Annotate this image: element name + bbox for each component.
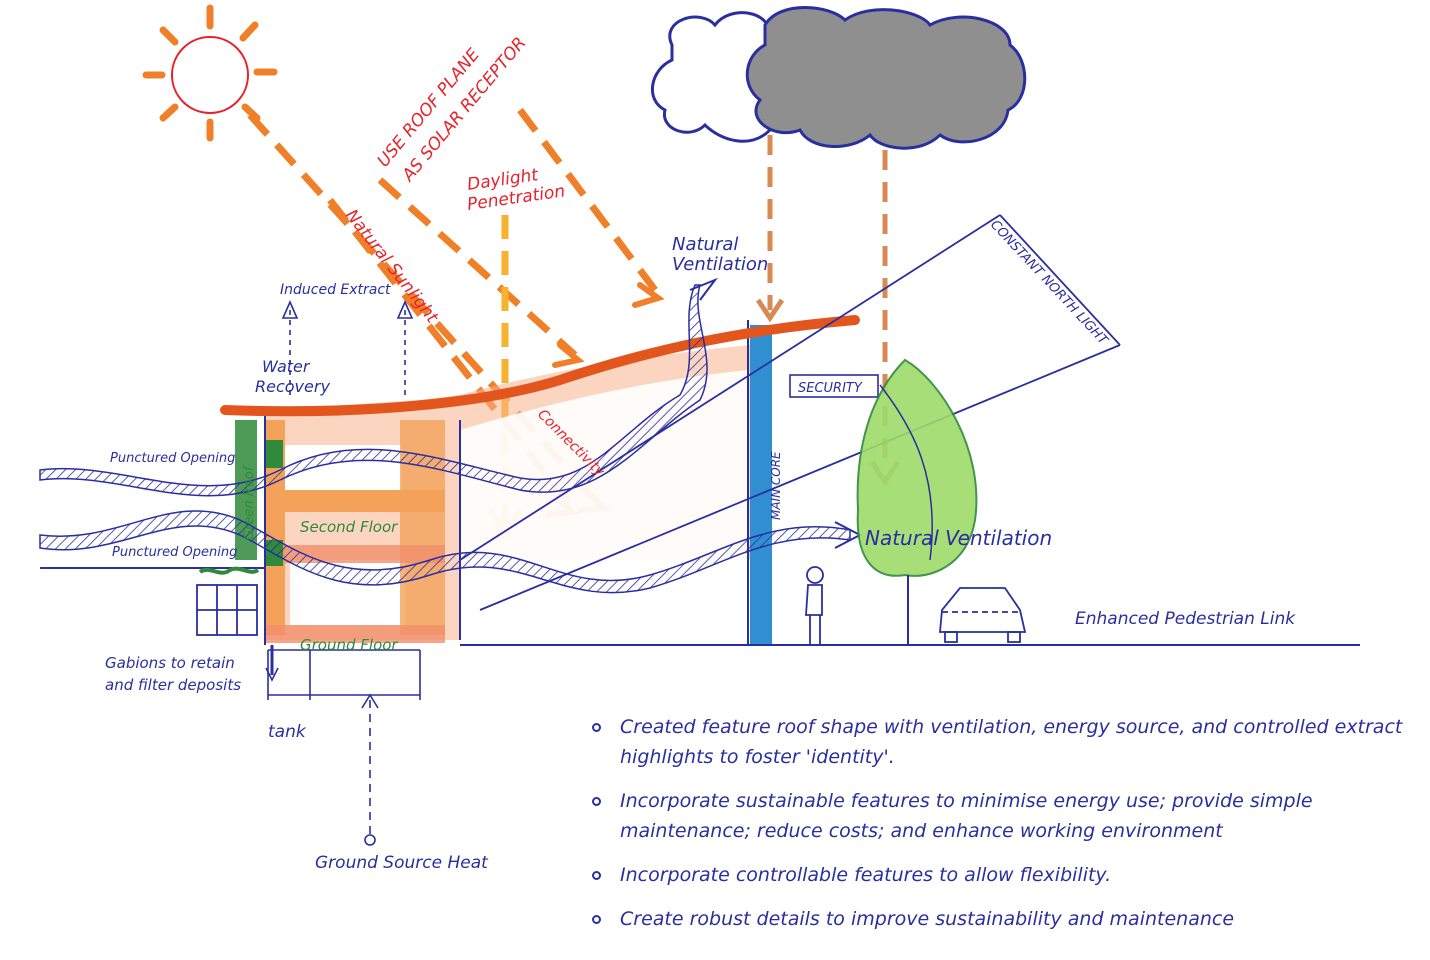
tank-label: tank xyxy=(268,722,307,742)
notes-list: Created feature roof shape with ventilat… xyxy=(590,712,1410,948)
bullet-icon xyxy=(592,723,601,732)
gabion-icon xyxy=(196,566,260,636)
rain-arrowhead-1 xyxy=(755,298,785,323)
north-light-lines xyxy=(459,214,1121,611)
water-recovery-label-2: Recovery xyxy=(255,377,330,396)
arrowhead-3 xyxy=(632,282,665,308)
tank-and-heat xyxy=(265,645,421,846)
first-floor-label: Second Floor xyxy=(300,518,398,536)
note-item: Created feature roof shape with ventilat… xyxy=(590,712,1410,772)
gabions-label-1: Gabions to retain xyxy=(105,654,235,672)
natural-ventilation-top-label-1: Natural xyxy=(672,234,738,255)
note-text: Create robust details to improve sustain… xyxy=(620,908,1235,930)
note-item: Incorporate sustainable features to mini… xyxy=(590,786,1410,846)
sun-icon xyxy=(142,4,278,142)
sunlight-ray-2 xyxy=(377,177,578,358)
constant-north-light-label: CONSTANT NORTH LIGHT xyxy=(987,217,1111,348)
arrowhead-2 xyxy=(552,342,585,368)
grey-cloud-icon xyxy=(745,6,1027,150)
note-item: Incorporate controllable features to all… xyxy=(590,860,1410,890)
building-section xyxy=(235,320,772,645)
ventilation-wave-1 xyxy=(39,284,708,497)
punctured-opening-1-label: Punctured Opening xyxy=(110,451,235,466)
ground-source-heat-label: Ground Source Heat xyxy=(315,853,489,873)
tree-icon xyxy=(856,358,978,645)
natural-ventilation-main-label: Natural Ventilation xyxy=(865,526,1052,550)
main-core-label: MAIN CORE xyxy=(769,451,783,520)
pedestrian-link-label: Enhanced Pedestrian Link xyxy=(1075,609,1296,629)
roof-plane xyxy=(220,315,860,417)
punctured-opening-2-label: Punctured Opening xyxy=(112,545,237,560)
ground-floor-label: Ground Floor xyxy=(300,636,398,654)
bullet-icon xyxy=(592,915,601,924)
bullet-icon xyxy=(592,797,601,806)
gabions-label-2: and filter deposits xyxy=(105,676,241,694)
white-cloud-icon xyxy=(650,11,772,143)
induced-extract-label: Induced Extract xyxy=(280,282,391,298)
car-icon xyxy=(939,587,1027,643)
induced-extract-arrows xyxy=(281,300,414,400)
water-recovery-label-1: Water xyxy=(262,357,311,376)
security-label: SECURITY xyxy=(798,381,863,396)
natural-ventilation-top-label-2: Ventilation xyxy=(672,254,768,275)
note-text: Created feature roof shape with ventilat… xyxy=(620,716,1403,768)
bullet-icon xyxy=(592,871,601,880)
green-roof-label: Green Roof xyxy=(242,464,257,540)
note-item: Create robust details to improve sustain… xyxy=(590,904,1410,934)
note-text: Incorporate sustainable features to mini… xyxy=(620,790,1313,842)
sunlight-ray-1 xyxy=(247,112,603,508)
security-box xyxy=(789,374,879,398)
person-icon xyxy=(805,566,824,645)
ventilation-top-arrow-icon xyxy=(689,277,718,301)
note-text: Incorporate controllable features to all… xyxy=(620,864,1112,886)
